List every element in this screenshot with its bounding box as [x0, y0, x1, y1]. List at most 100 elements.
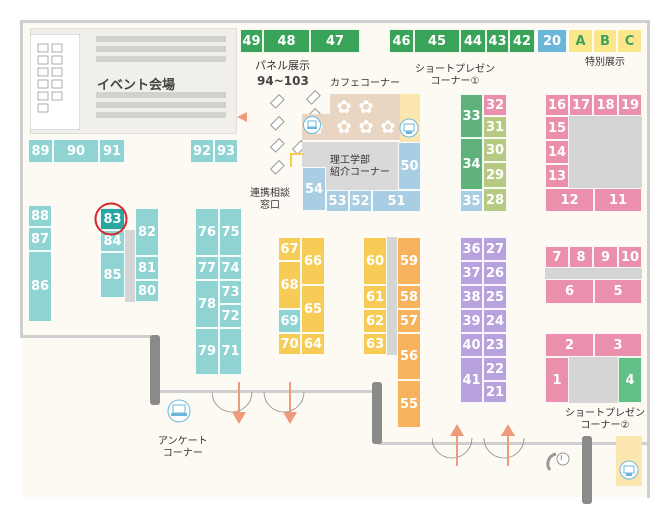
booth-b[interactable]: B	[593, 29, 617, 53]
booth-84[interactable]: 84	[100, 230, 125, 252]
booth-52[interactable]: 52	[349, 190, 372, 212]
booth-58[interactable]: 58	[397, 285, 421, 309]
information-icon[interactable]	[546, 448, 574, 476]
booth-37[interactable]: 37	[460, 261, 483, 285]
booth-35[interactable]: 35	[460, 190, 483, 212]
booth-18[interactable]: 18	[593, 94, 618, 116]
booth-15[interactable]: 15	[545, 116, 569, 140]
booth-46[interactable]: 46	[389, 29, 414, 53]
booth-90[interactable]: 90	[53, 139, 99, 163]
booth-66[interactable]: 66	[301, 237, 325, 285]
booth-7[interactable]: 7	[545, 246, 569, 268]
booth-88[interactable]: 88	[28, 205, 52, 227]
booth-24[interactable]: 24	[483, 309, 507, 333]
booth-3[interactable]: 3	[594, 333, 642, 357]
booth-a[interactable]: A	[568, 29, 593, 53]
booth-36[interactable]: 36	[460, 237, 483, 261]
booth-55[interactable]: 55	[397, 380, 421, 428]
booth-72[interactable]: 72	[219, 304, 242, 328]
booth-9[interactable]: 9	[593, 246, 618, 268]
booth-41[interactable]: 41	[460, 357, 483, 403]
booth-27[interactable]: 27	[483, 237, 507, 261]
booth-32[interactable]: 32	[483, 94, 507, 116]
outer-wall-left	[20, 20, 23, 338]
booth-33[interactable]: 33	[460, 94, 483, 138]
booth-26[interactable]: 26	[483, 261, 507, 285]
booth-65[interactable]: 65	[301, 285, 325, 333]
booth-59[interactable]: 59	[397, 237, 421, 285]
booth-67[interactable]: 67	[278, 237, 301, 261]
booth-89[interactable]: 89	[28, 139, 53, 163]
booth-c[interactable]: C	[617, 29, 642, 53]
booth-71[interactable]: 71	[219, 328, 242, 375]
booth-76[interactable]: 76	[195, 208, 219, 256]
booth-68[interactable]: 68	[278, 261, 301, 309]
booth-5[interactable]: 5	[594, 279, 642, 304]
booth-20[interactable]: 20	[537, 29, 567, 53]
booth-56[interactable]: 56	[397, 333, 421, 380]
booth-73[interactable]: 73	[219, 280, 242, 304]
booth-51[interactable]: 51	[372, 190, 421, 212]
pink-lower-gray	[569, 357, 618, 403]
booth-47[interactable]: 47	[310, 29, 360, 53]
booth-21[interactable]: 21	[483, 381, 507, 403]
booth-34[interactable]: 34	[460, 138, 483, 190]
booth-92[interactable]: 92	[190, 139, 214, 163]
booth-81[interactable]: 81	[135, 256, 159, 280]
booth-60[interactable]: 60	[363, 237, 387, 285]
booth-87[interactable]: 87	[28, 227, 52, 251]
booth-40[interactable]: 40	[460, 333, 483, 357]
booth-22[interactable]: 22	[483, 357, 507, 381]
booth-74[interactable]: 74	[219, 256, 242, 280]
booth-25[interactable]: 25	[483, 285, 507, 309]
booth-28[interactable]: 28	[483, 188, 507, 212]
booth-8[interactable]: 8	[569, 246, 593, 268]
booth-62[interactable]: 62	[363, 309, 387, 333]
booth-75[interactable]: 75	[219, 208, 242, 256]
booth-10[interactable]: 10	[618, 246, 642, 268]
booth-86[interactable]: 86	[28, 251, 52, 322]
booth-39[interactable]: 39	[460, 309, 483, 333]
booth-4[interactable]: 4	[618, 357, 642, 403]
booth-11[interactable]: 11	[594, 188, 642, 212]
booth-77[interactable]: 77	[195, 256, 219, 280]
booth-48[interactable]: 48	[263, 29, 310, 53]
booth-17[interactable]: 17	[569, 94, 593, 116]
booth-44[interactable]: 44	[460, 29, 486, 53]
booth-23[interactable]: 23	[483, 333, 507, 357]
booth-6[interactable]: 6	[545, 279, 594, 304]
booth-80[interactable]: 80	[135, 280, 159, 302]
booth-57[interactable]: 57	[397, 309, 421, 333]
booth-43[interactable]: 43	[486, 29, 509, 53]
booth-61[interactable]: 61	[363, 285, 387, 309]
booth-82[interactable]: 82	[135, 208, 159, 256]
booth-49[interactable]: 49	[240, 29, 263, 53]
booth-14[interactable]: 14	[545, 140, 569, 164]
booth-70[interactable]: 70	[278, 333, 301, 355]
booth-78[interactable]: 78	[195, 280, 219, 328]
booth-69[interactable]: 69	[278, 309, 301, 333]
booth-83[interactable]: 83	[100, 208, 125, 230]
booth-79[interactable]: 79	[195, 328, 219, 375]
booth-50[interactable]: 50	[398, 142, 421, 190]
booth-29[interactable]: 29	[483, 162, 507, 188]
booth-16[interactable]: 16	[545, 94, 569, 116]
booth-2[interactable]: 2	[545, 333, 594, 357]
booth-13[interactable]: 13	[545, 164, 569, 188]
booth-38[interactable]: 38	[460, 285, 483, 309]
booth-19[interactable]: 19	[618, 94, 642, 116]
booth-93[interactable]: 93	[214, 139, 238, 163]
booth-53[interactable]: 53	[326, 190, 349, 212]
booth-85[interactable]: 85	[100, 252, 125, 298]
booth-54[interactable]: 54	[302, 167, 326, 211]
booth-31[interactable]: 31	[483, 116, 507, 138]
booth-64[interactable]: 64	[301, 333, 325, 355]
booth-1[interactable]: 1	[545, 357, 569, 403]
booth-45[interactable]: 45	[414, 29, 460, 53]
booth-30[interactable]: 30	[483, 138, 507, 162]
booth-91[interactable]: 91	[99, 139, 125, 163]
booth-63[interactable]: 63	[363, 333, 387, 355]
booth-42[interactable]: 42	[509, 29, 535, 53]
booth-divider-82	[125, 230, 135, 302]
booth-12[interactable]: 12	[545, 188, 594, 212]
